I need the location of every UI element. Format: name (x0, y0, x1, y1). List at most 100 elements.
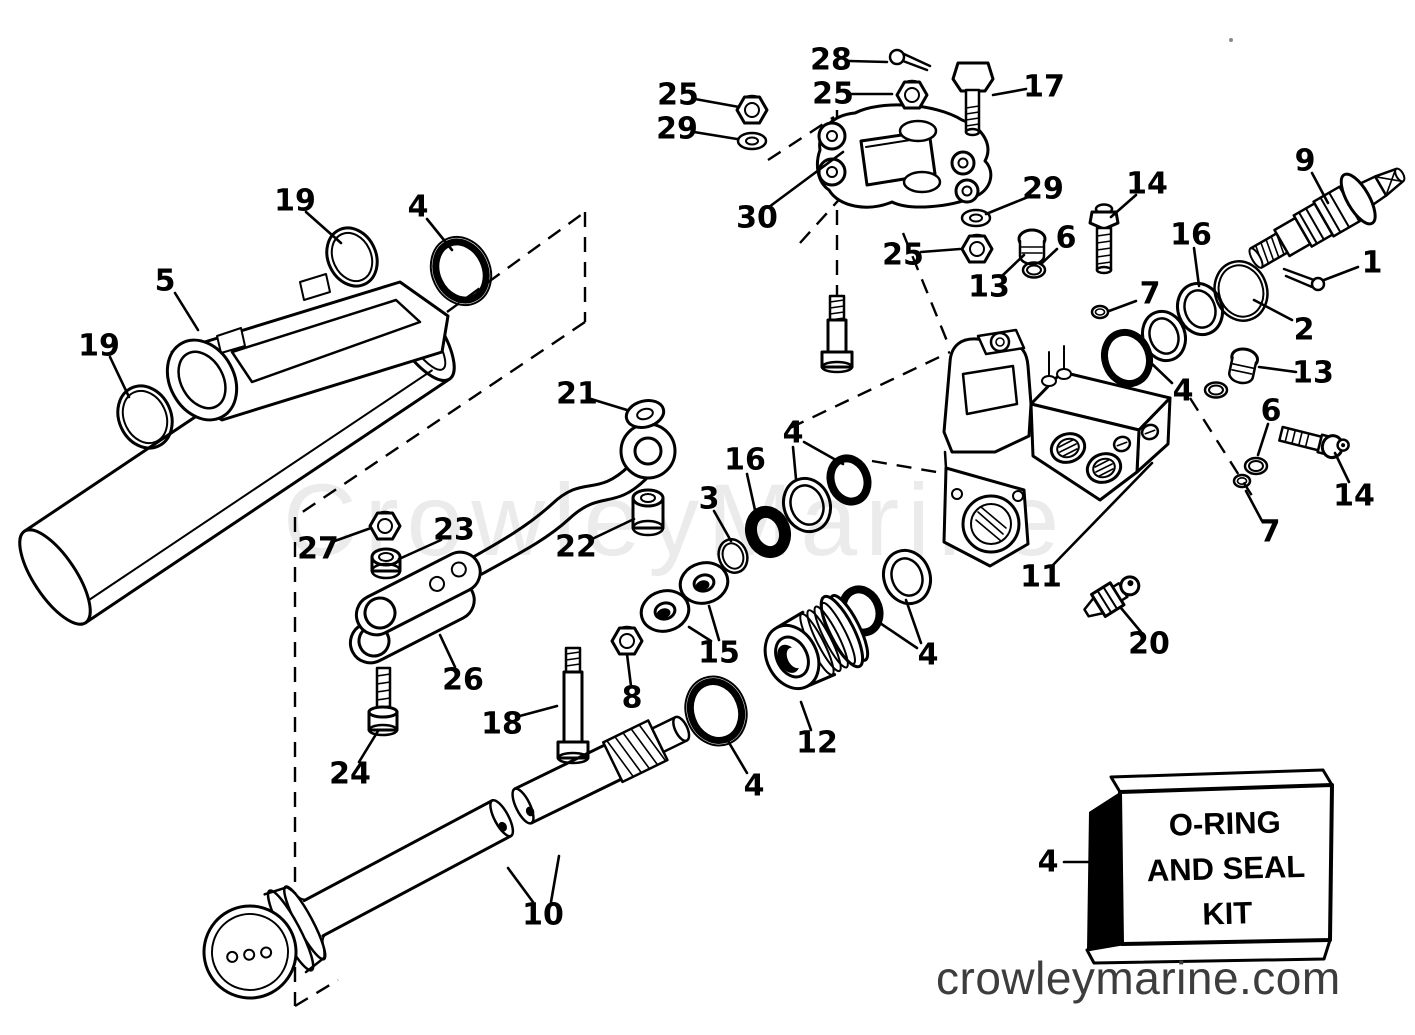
callout-19: 19 (274, 183, 316, 219)
callout-4: 4 (1172, 373, 1194, 409)
leader-line-4 (802, 440, 845, 466)
leader-line-4 (875, 619, 919, 650)
page-artifact-dot (1229, 38, 1233, 42)
leader-line-7 (1107, 299, 1138, 313)
leader-line-13 (1257, 365, 1298, 374)
callout-26: 26 (442, 662, 484, 698)
part-oring-6b (1243, 456, 1269, 476)
leader-line-29 (984, 195, 1030, 216)
callout-2: 2 (1293, 312, 1315, 348)
part-bolt-17b (820, 294, 854, 374)
part-oring-4b (826, 454, 872, 506)
callout-15: 15 (698, 635, 740, 671)
part-oring-3 (717, 538, 749, 574)
callout-13: 13 (968, 269, 1010, 305)
part-piston-rod-lower (202, 798, 515, 1000)
part-plug-13a (1017, 228, 1047, 266)
leader-line-10 (549, 854, 561, 904)
leader-line-10 (506, 866, 535, 904)
part-cotter-pin-1 (1282, 267, 1326, 292)
leader-line-23 (397, 538, 443, 561)
callout-6: 6 (1260, 393, 1282, 429)
leader-line-6 (1039, 247, 1059, 266)
leader-line-3 (712, 509, 733, 543)
callout-4: 4 (743, 768, 765, 804)
callout-7: 7 (1139, 276, 1161, 312)
leader-line-19 (304, 210, 343, 245)
callout-11: 11 (1020, 559, 1062, 595)
part-oring-19-upper (325, 226, 379, 288)
part-oring-6-mid (1203, 381, 1229, 399)
leader-line-28 (847, 59, 889, 64)
part-locknut-25a (735, 94, 769, 125)
part-link-plates-26 (348, 550, 482, 665)
leader-line-19 (108, 355, 131, 399)
leader-line-1 (1322, 265, 1360, 282)
part-washer-21 (624, 399, 666, 429)
kit-box-line-1: O-RING (1168, 804, 1282, 843)
callout-29: 29 (656, 111, 698, 147)
leader-line-8 (625, 652, 633, 688)
callout-4: 4 (407, 189, 429, 225)
part-oring-2 (1213, 260, 1269, 322)
callout-20: 20 (1128, 626, 1170, 662)
oring-seal-kit-box (1085, 768, 1334, 965)
part-piston-rod-upper (511, 715, 691, 825)
part-oring-6a (1021, 261, 1047, 279)
part-spacer-22 (631, 488, 665, 537)
leader-line-18 (514, 704, 559, 719)
leader-line-4 (425, 217, 454, 252)
part-oring-4-bottom (684, 675, 748, 747)
leader-line-22 (588, 517, 636, 542)
part-bolt-24 (367, 666, 399, 737)
leader-line-7 (1244, 489, 1264, 523)
callout-8: 8 (621, 680, 643, 716)
leader-line-26 (438, 633, 457, 669)
part-locknut-25b (895, 79, 929, 110)
leader-line-25 (693, 97, 741, 109)
part-end-cap-bracket (165, 273, 450, 422)
leader-line-5 (173, 291, 200, 332)
leader-line-24 (357, 729, 380, 764)
part-nut-8 (610, 625, 644, 656)
callout-28: 28 (810, 42, 852, 78)
part-plug-13b (1228, 347, 1260, 385)
part-fitting-20 (1083, 575, 1141, 619)
leader-line-14 (1333, 451, 1351, 484)
part-steering-shaft-9 (1248, 167, 1406, 269)
callout-22: 22 (555, 529, 597, 565)
part-seal-4a (781, 476, 833, 534)
part-cylinder-gland-12 (763, 594, 870, 691)
callout-14: 14 (1126, 166, 1168, 202)
callout-9: 9 (1294, 143, 1316, 179)
part-washer-29a (736, 131, 768, 151)
leader-line-4 (1148, 360, 1174, 385)
callout-7: 7 (1259, 514, 1281, 550)
leader-line-27 (330, 526, 373, 544)
leader-line-4 (726, 739, 749, 775)
watermark-text: CrowleyMarine (283, 463, 1068, 577)
leader-line-16 (745, 472, 757, 512)
part-yoke-clamp-30 (815, 103, 993, 209)
callout-4: 4 (782, 415, 804, 451)
footer-website-text: crowleymarine.com (936, 952, 1341, 1004)
callout-23: 23 (433, 512, 475, 548)
part-pivot-pin-18 (556, 646, 590, 765)
leader-line-4 (904, 598, 923, 645)
callout-30: 30 (736, 200, 778, 236)
callout-29: 29 (1022, 171, 1064, 207)
callout-21: 21 (556, 376, 598, 412)
callout-12: 12 (796, 725, 838, 761)
part-washer-15a (639, 589, 691, 633)
part-washer-29b (960, 208, 992, 228)
callout-27: 27 (297, 531, 339, 567)
callout-17: 17 (1023, 69, 1065, 105)
part-oring-7a (1090, 304, 1110, 320)
leader-line-14 (1109, 193, 1138, 219)
leader-line-20 (1119, 606, 1143, 634)
callout-19: 19 (78, 328, 120, 364)
part-nut-23 (370, 547, 402, 580)
callout-5: 5 (154, 263, 176, 299)
